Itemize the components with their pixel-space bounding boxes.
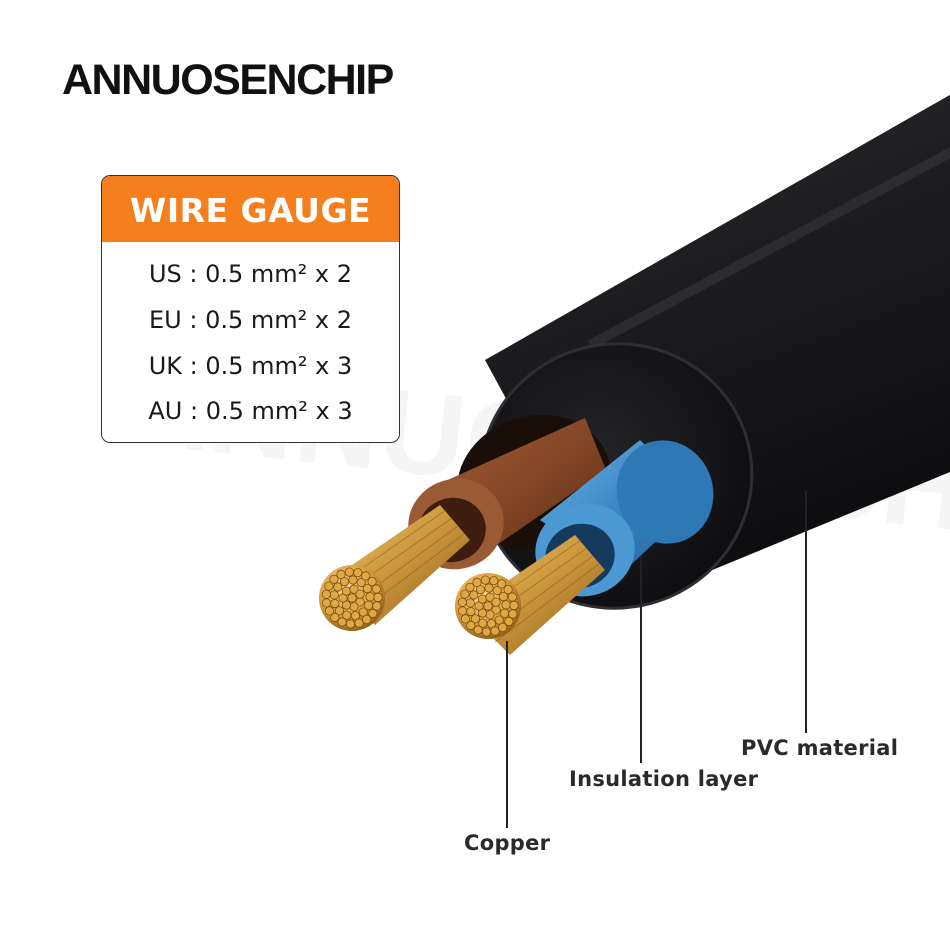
copper-strand bbox=[373, 592, 383, 603]
copper-strand bbox=[367, 576, 377, 587]
copper-strand bbox=[334, 606, 344, 616]
copper-strand bbox=[473, 625, 483, 635]
copper-strand bbox=[345, 619, 355, 629]
copper-strand bbox=[361, 571, 371, 581]
gauge-row-uk: UK : 0.5 mm² x 3 bbox=[148, 352, 353, 380]
copper-strand bbox=[368, 608, 378, 619]
copper-strand bbox=[365, 592, 375, 602]
copper-strand bbox=[491, 597, 501, 607]
copper-strand bbox=[483, 601, 493, 611]
copper-strand bbox=[356, 577, 366, 588]
copper-strand bbox=[465, 598, 475, 608]
copper-strand bbox=[344, 567, 354, 577]
copper-strand bbox=[501, 600, 511, 610]
copper-strand bbox=[362, 614, 372, 625]
copper-strand bbox=[478, 618, 488, 628]
copper-strand bbox=[503, 584, 513, 595]
copper-strand bbox=[342, 610, 352, 620]
copper-strand bbox=[497, 579, 507, 589]
copper-conductor-right bbox=[455, 535, 605, 655]
label-copper: Copper bbox=[464, 831, 551, 855]
copper-strand bbox=[333, 582, 343, 592]
copper-strand bbox=[492, 585, 502, 596]
copper-strand bbox=[499, 608, 510, 618]
copper-strand bbox=[470, 614, 480, 624]
copper-strand bbox=[347, 593, 357, 603]
copper-strand bbox=[460, 614, 470, 624]
label-pvc-material: PVC material bbox=[741, 736, 899, 760]
copper-strand bbox=[330, 598, 340, 609]
copper-strand bbox=[324, 606, 334, 616]
gauge-row-us: US : 0.5 mm² x 2 bbox=[148, 260, 353, 288]
copper-strand bbox=[508, 609, 518, 619]
copper-strand bbox=[372, 601, 382, 611]
copper-strand bbox=[321, 598, 332, 608]
copper-strand bbox=[460, 589, 470, 599]
copper-strand bbox=[472, 577, 482, 588]
copper-strand bbox=[330, 612, 340, 623]
copper-strand bbox=[509, 600, 519, 611]
copper-strand bbox=[329, 574, 339, 584]
wire-gauge-title: WIRE GAUGE bbox=[102, 176, 399, 242]
copper-strand bbox=[466, 620, 476, 631]
copper-strand bbox=[466, 606, 476, 617]
copper-strand bbox=[498, 622, 508, 633]
brand-logo: ANNUOSENCHIP bbox=[62, 56, 394, 104]
copper-strand bbox=[349, 584, 359, 594]
copper-strand bbox=[489, 576, 499, 586]
copper-strand bbox=[507, 592, 518, 602]
copper-strand bbox=[358, 607, 368, 617]
copper-strand bbox=[490, 626, 500, 636]
copper-strand bbox=[485, 592, 495, 602]
copper-conductor-left bbox=[319, 505, 470, 631]
label-insulation-layer: Insulation layer bbox=[569, 767, 759, 791]
copper-strand bbox=[348, 575, 358, 585]
copper-strand bbox=[349, 602, 359, 612]
copper-strand bbox=[329, 590, 339, 600]
copper-strand bbox=[504, 616, 514, 627]
copper-strand bbox=[485, 610, 495, 620]
gauge-row-au: AU : 0.5 mm² x 3 bbox=[148, 397, 353, 425]
copper-strand bbox=[337, 617, 347, 627]
copper-strand bbox=[494, 615, 504, 625]
wire-gauge-card: WIRE GAUGE US : 0.5 mm² x 2 EU : 0.5 mm²… bbox=[101, 175, 400, 443]
copper-strand bbox=[321, 589, 331, 599]
copper-strand bbox=[324, 581, 334, 591]
copper-strand bbox=[480, 575, 490, 585]
copper-strand bbox=[498, 591, 508, 602]
copper-strand bbox=[465, 582, 475, 592]
copper-strand bbox=[469, 590, 479, 600]
copper-strand bbox=[371, 584, 381, 594]
copper-strand bbox=[353, 568, 363, 578]
pvc-jacket bbox=[478, 94, 950, 610]
copper-strand bbox=[362, 583, 372, 594]
copper-strand bbox=[484, 583, 494, 593]
copper-strand bbox=[363, 600, 374, 610]
copper-strand bbox=[481, 627, 491, 637]
copper-strand bbox=[355, 589, 365, 599]
copper-strand bbox=[336, 569, 346, 580]
copper-strand bbox=[354, 618, 364, 628]
copper-strand bbox=[341, 586, 351, 596]
copper-strand bbox=[457, 597, 467, 607]
copper-strand bbox=[477, 594, 487, 604]
gauge-row-eu: EU : 0.5 mm² x 2 bbox=[149, 306, 352, 334]
copper-strand bbox=[457, 606, 468, 616]
